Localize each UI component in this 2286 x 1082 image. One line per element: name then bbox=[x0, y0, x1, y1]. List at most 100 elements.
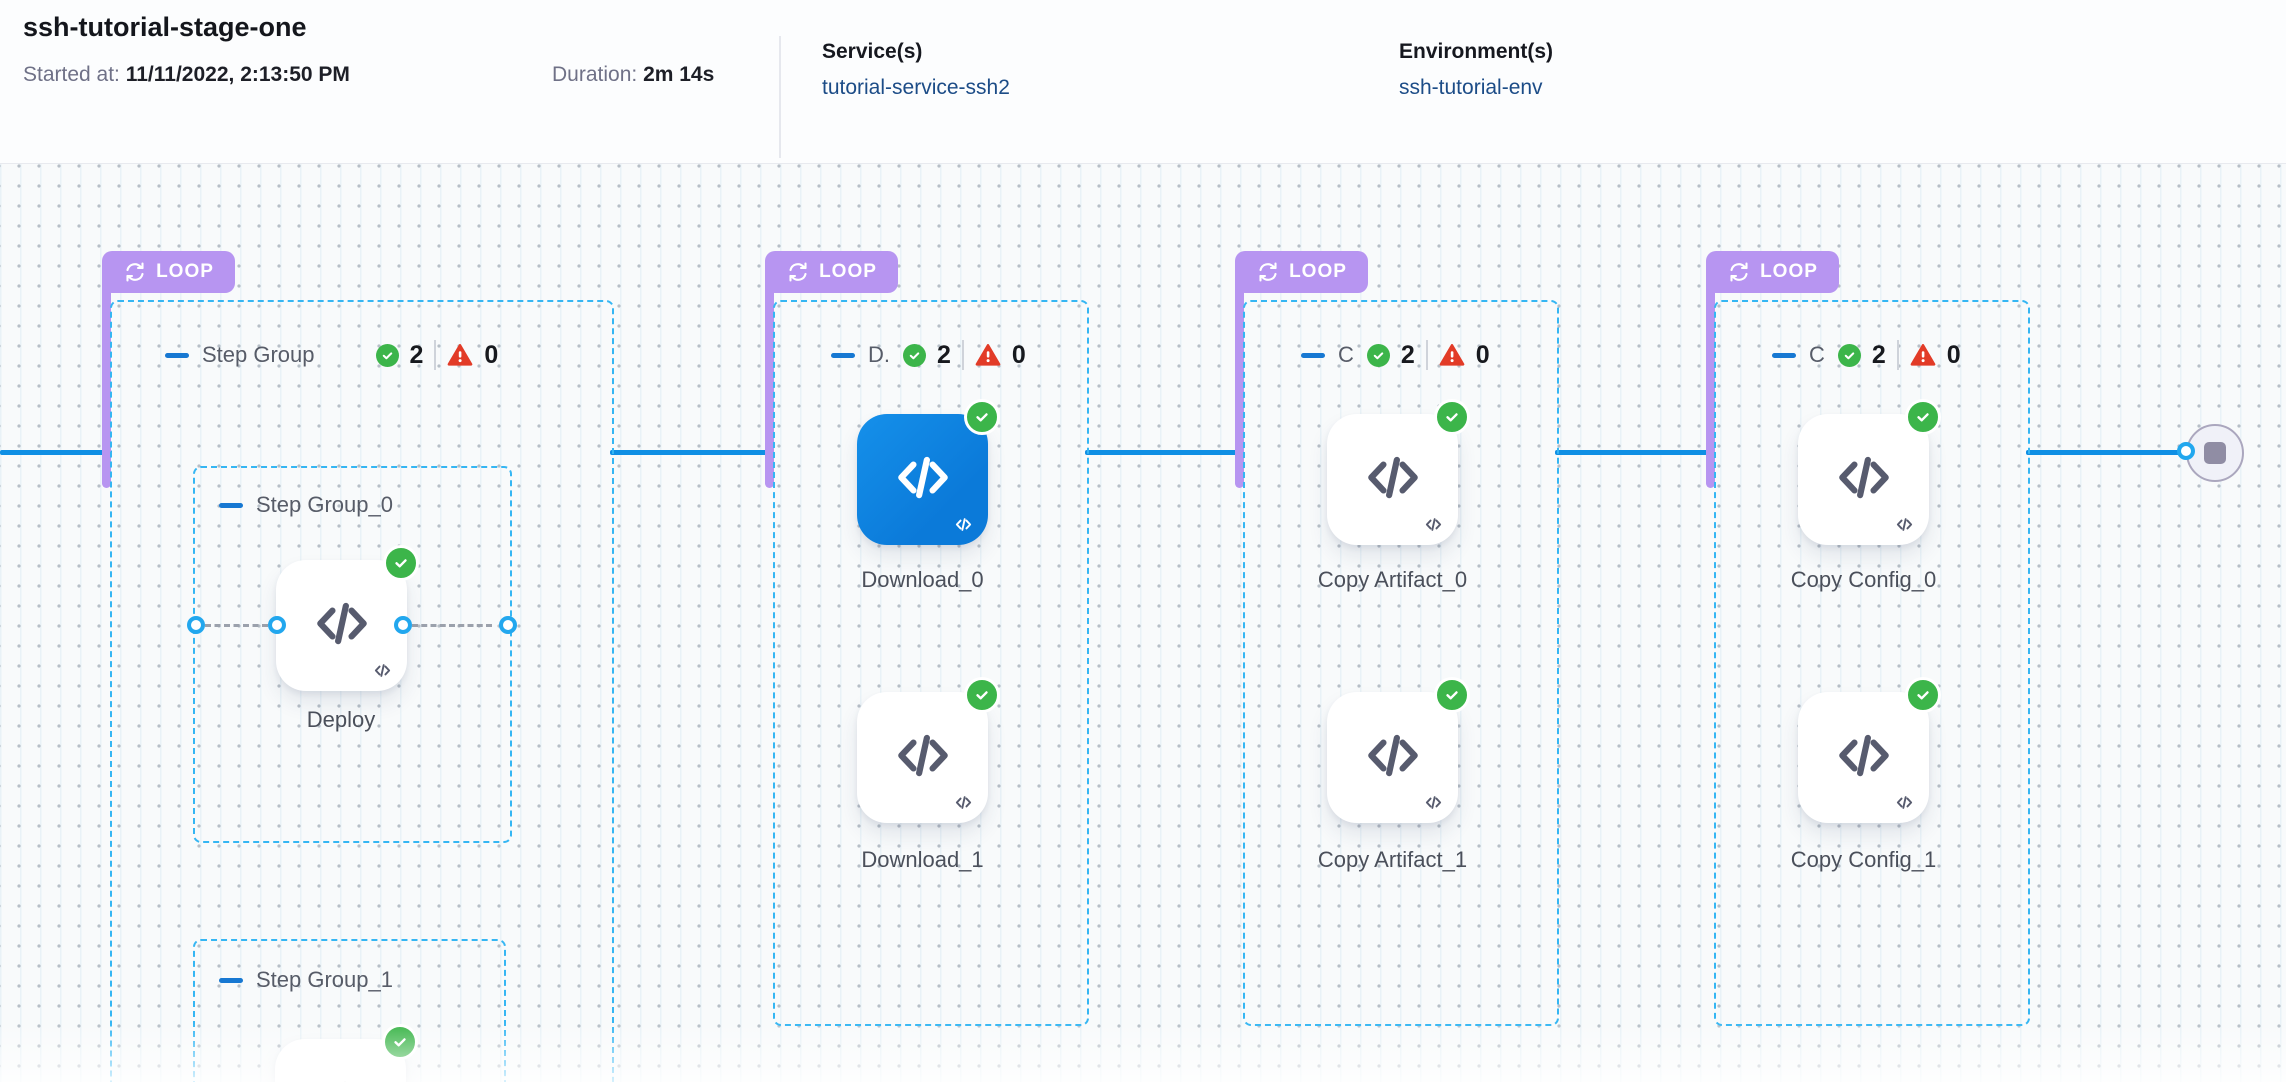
step-type-mini-icon bbox=[954, 793, 973, 812]
loop-badge[interactable]: LOOP bbox=[765, 251, 898, 293]
code-step-icon bbox=[1362, 724, 1424, 786]
step-node[interactable] bbox=[1327, 677, 1470, 823]
duration-value: 2m 14s bbox=[643, 63, 715, 86]
status-divider bbox=[1425, 340, 1428, 370]
status-divider bbox=[1896, 340, 1899, 370]
success-badge-icon bbox=[1905, 677, 1941, 713]
step-group-box-download[interactable]: D. 2 0 Download_0 Download_1 bbox=[773, 300, 1089, 1026]
step-type-mini-icon bbox=[954, 515, 973, 534]
step-name-label: Download_1 bbox=[861, 847, 984, 872]
success-count: 2 bbox=[1400, 340, 1415, 369]
loop-badge[interactable]: LOOP bbox=[102, 251, 235, 293]
collapse-minus-icon[interactable] bbox=[219, 977, 243, 983]
execution-port bbox=[499, 616, 517, 634]
step-group-label: C bbox=[1338, 342, 1354, 367]
step-group-header: C 2 0 bbox=[1772, 338, 1961, 372]
step-name-label: Deploy bbox=[306, 707, 376, 732]
loop-icon bbox=[1727, 260, 1751, 284]
step-node[interactable] bbox=[275, 1024, 418, 1082]
step-node[interactable] bbox=[1798, 677, 1941, 823]
code-step-icon bbox=[1833, 724, 1895, 786]
nested-step-group-box[interactable]: Step Group_1 bbox=[193, 939, 506, 1082]
execution-graph-canvas[interactable]: LOOP LOOP LOOP LOOP Step Group 2 0 bbox=[0, 163, 2286, 1082]
step-group-label: D. bbox=[868, 342, 890, 367]
step-type-mini-icon bbox=[1424, 793, 1443, 812]
execution-port bbox=[394, 616, 412, 634]
step-name-label: Download_0 bbox=[861, 567, 984, 592]
code-step-icon bbox=[1833, 446, 1895, 508]
stage-title: ssh-tutorial-stage-one bbox=[23, 12, 307, 42]
started-at: Started at: 11/11/2022, 2:13:50 PM bbox=[23, 63, 350, 87]
success-badge-icon bbox=[1905, 399, 1941, 435]
stage-summary-header: ssh-tutorial-stage-one Started at: 11/11… bbox=[0, 0, 2286, 164]
nested-step-group-label: Step Group_1 bbox=[256, 967, 393, 992]
step-connector bbox=[205, 624, 268, 627]
collapse-minus-icon[interactable] bbox=[1772, 352, 1796, 358]
success-badge-icon bbox=[964, 399, 1000, 435]
loop-badge[interactable]: LOOP bbox=[1235, 251, 1368, 293]
environment-link[interactable]: ssh-tutorial-env bbox=[1399, 76, 1543, 99]
code-step-icon bbox=[311, 592, 373, 654]
duration: Duration: 2m 14s bbox=[552, 63, 714, 87]
success-count: 2 bbox=[1871, 340, 1886, 369]
execution-line-segment bbox=[610, 450, 768, 455]
step-node-deploy[interactable] bbox=[276, 545, 419, 691]
nested-step-group-box[interactable]: Step Group_0 Deploy bbox=[187, 466, 517, 843]
success-count: 2 bbox=[409, 340, 424, 369]
step-group-status: 2 0 bbox=[1366, 340, 1490, 370]
step-group-status: 2 0 bbox=[375, 340, 498, 370]
nested-step-group-header: Step Group_1 bbox=[219, 963, 393, 997]
warning-triangle-icon bbox=[447, 343, 473, 367]
loop-badge-label: LOOP bbox=[1289, 261, 1347, 282]
loop-strategy-tab bbox=[1706, 268, 1715, 488]
loop-badge-label: LOOP bbox=[156, 261, 214, 282]
step-node[interactable] bbox=[1798, 399, 1941, 545]
started-at-value: 11/11/2022, 2:13:50 PM bbox=[125, 63, 350, 86]
execution-line-segment bbox=[1555, 450, 1708, 455]
warning-triangle-icon bbox=[1439, 343, 1465, 367]
step-node-selected[interactable] bbox=[857, 399, 1000, 545]
step-group-box-copy-config[interactable]: C 2 0 Copy Config_0 Copy Config_1 bbox=[1714, 300, 2030, 1026]
execution-port bbox=[2177, 442, 2195, 460]
step-group-header: D. 2 0 bbox=[831, 338, 1026, 372]
nested-step-group-header: Step Group_0 bbox=[219, 488, 393, 522]
nested-step-group-label: Step Group_0 bbox=[256, 492, 393, 517]
step-group-box-copy-artifact[interactable]: C 2 0 Copy Artifact_0 Copy Artifact_1 bbox=[1243, 300, 1559, 1026]
step-name-label: Copy Config_0 bbox=[1790, 567, 1937, 592]
code-step-icon bbox=[892, 446, 954, 508]
loop-badge-label: LOOP bbox=[819, 261, 877, 282]
warning-triangle-icon bbox=[975, 343, 1001, 367]
collapse-minus-icon[interactable] bbox=[1301, 352, 1325, 358]
step-group-label: C bbox=[1809, 342, 1825, 367]
step-node[interactable] bbox=[857, 677, 1000, 823]
collapse-minus-icon[interactable] bbox=[165, 352, 189, 358]
execution-port bbox=[268, 616, 286, 634]
loop-icon bbox=[1256, 260, 1280, 284]
step-type-mini-icon bbox=[373, 661, 392, 680]
duration-label: Duration: bbox=[552, 63, 638, 86]
loop-icon bbox=[123, 260, 147, 284]
failed-count: 0 bbox=[1946, 340, 1961, 369]
loop-badge-label: LOOP bbox=[1760, 261, 1818, 282]
check-circle-icon bbox=[1366, 343, 1390, 367]
step-group-header: C 2 0 bbox=[1301, 338, 1490, 372]
service-link[interactable]: tutorial-service-ssh2 bbox=[822, 76, 1010, 99]
execution-line-segment bbox=[1085, 450, 1237, 455]
success-badge-icon bbox=[383, 545, 419, 581]
warning-triangle-icon bbox=[1910, 343, 1936, 367]
failed-count: 0 bbox=[1011, 340, 1026, 369]
success-badge-icon bbox=[1434, 399, 1470, 435]
services-label: Service(s) bbox=[822, 40, 923, 63]
loop-badge[interactable]: LOOP bbox=[1706, 251, 1839, 293]
check-circle-icon bbox=[375, 343, 399, 367]
check-circle-icon bbox=[903, 343, 926, 367]
loop-strategy-tab bbox=[102, 268, 111, 488]
success-badge-icon bbox=[1434, 677, 1470, 713]
step-group-box[interactable]: Step Group 2 0 Step Group_0 bbox=[110, 300, 614, 1082]
started-at-label: Started at: bbox=[23, 63, 120, 86]
execution-port bbox=[187, 616, 205, 634]
collapse-minus-icon[interactable] bbox=[219, 502, 243, 508]
status-divider bbox=[434, 340, 437, 370]
step-node[interactable] bbox=[1327, 399, 1470, 545]
collapse-minus-icon[interactable] bbox=[831, 352, 855, 358]
